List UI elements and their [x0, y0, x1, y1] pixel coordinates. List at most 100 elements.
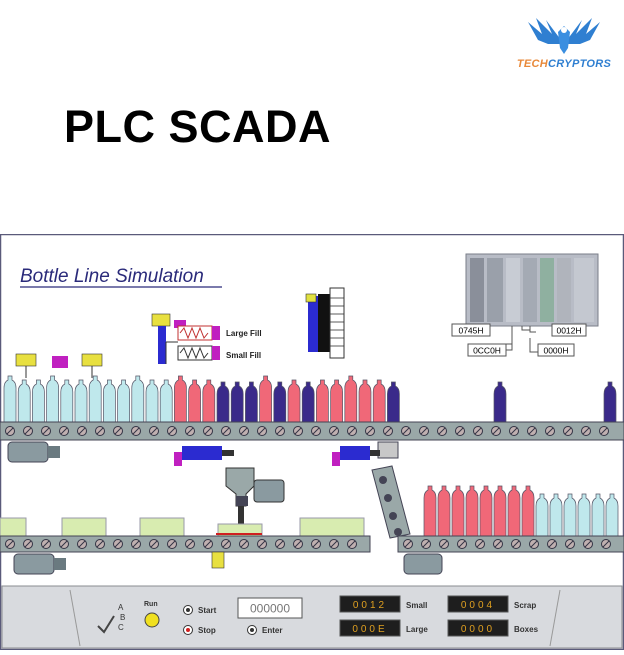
entry-display-value: 000000	[250, 602, 290, 616]
bottle	[230, 381, 244, 423]
bottle	[521, 485, 535, 537]
bottle	[563, 493, 577, 537]
box	[139, 517, 185, 537]
bottle	[507, 485, 521, 537]
bottle	[17, 379, 31, 423]
filler-tank	[305, 287, 345, 359]
bottle	[74, 379, 88, 423]
box	[0, 517, 27, 537]
bottle	[131, 375, 145, 423]
eagle-icon	[528, 18, 600, 54]
bottle	[88, 375, 102, 423]
entry-display[interactable]: 000000	[237, 597, 303, 619]
stop-label: Stop	[198, 626, 216, 635]
enter-button[interactable]: Enter	[247, 625, 283, 636]
abc-label-a: A	[118, 603, 124, 612]
bottle	[3, 375, 17, 423]
brand-name-part2: CRYPTORS	[548, 58, 612, 70]
bottle	[577, 493, 591, 537]
bottle	[301, 381, 315, 423]
plc-register-4-value: 0000H	[543, 346, 568, 356]
plc-register-4	[537, 343, 575, 357]
run-label: Run	[144, 601, 158, 608]
plc-register-2-value: 0012H	[556, 326, 581, 336]
counter-scrap-label: Scrap	[514, 601, 536, 610]
inclined-conveyor	[371, 465, 411, 539]
counter-small-value: 0012	[353, 600, 387, 611]
diverter-2	[332, 446, 380, 466]
counter-large-label: Large	[406, 625, 428, 634]
counter-boxes-value: 0000	[461, 624, 495, 635]
abc-label-c: C	[118, 623, 124, 632]
check-icon	[97, 615, 115, 634]
bottle	[535, 493, 549, 537]
bottle	[591, 493, 605, 537]
large-fill-label: Large Fill	[226, 329, 262, 338]
bottle	[605, 493, 619, 537]
lower-bottle-row	[423, 485, 619, 537]
bottle	[465, 485, 479, 537]
bottle	[259, 375, 272, 423]
bottle	[159, 379, 173, 423]
bottle	[330, 379, 343, 423]
start-label: Start	[198, 606, 217, 615]
counter-scrap: 0004 Scrap	[447, 595, 536, 613]
counter-boxes-label: Boxes	[514, 625, 539, 634]
counter-boxes: 0000 Boxes	[447, 619, 539, 637]
box-row	[0, 517, 365, 537]
plc-register-3-value: 0CC0H	[473, 346, 501, 356]
bottle	[387, 381, 400, 423]
bottle	[549, 493, 563, 537]
capper-machine	[225, 467, 285, 528]
plc-rack	[465, 253, 599, 327]
bottle	[174, 375, 187, 423]
bottle	[493, 485, 507, 537]
sensor-3	[81, 353, 103, 367]
start-button[interactable]: Start	[183, 605, 217, 616]
bottle	[145, 379, 159, 423]
bottle	[245, 381, 258, 423]
brand-name: TECHCRYPTORS	[508, 58, 620, 70]
box-sensor	[211, 551, 225, 569]
bottle	[46, 375, 59, 423]
lower-motor-right	[403, 553, 443, 575]
box	[61, 517, 107, 537]
sensor-1	[15, 353, 37, 367]
bottle	[372, 379, 386, 423]
abc-selector[interactable]: A B C	[97, 603, 125, 634]
diverter-1	[174, 446, 234, 466]
bottle	[603, 381, 617, 423]
bottle	[287, 379, 301, 423]
bottle	[117, 379, 130, 423]
counter-large-value: 000E	[352, 624, 387, 635]
bottle	[316, 379, 329, 423]
plc-register-3	[467, 343, 507, 357]
bottle	[423, 485, 437, 537]
lower-right-conveyor	[397, 535, 624, 553]
lower-motor-left	[13, 553, 66, 575]
control-bar	[1, 585, 623, 649]
scada-panel: Bottle Line Simulation 0745H 0012H 0CC0H…	[0, 233, 624, 651]
lower-left-conveyor	[0, 535, 371, 553]
box	[299, 517, 365, 537]
bottle	[32, 379, 45, 423]
bottle	[103, 379, 116, 423]
counter-large: 000E Large	[339, 619, 428, 637]
bottle	[451, 485, 465, 537]
run-indicator-light	[144, 612, 160, 628]
upper-bottle-row	[3, 375, 617, 423]
upper-motor-right	[377, 441, 399, 459]
bottle-line-diagram: Bottle Line Simulation 0745H 0012H 0CC0H…	[0, 233, 624, 651]
bottle	[344, 375, 358, 423]
plc-register-2	[551, 323, 587, 337]
simulation-title: Bottle Line Simulation	[20, 266, 204, 287]
bottle	[493, 381, 507, 423]
techcryptors-logo: TECHCRYPTORS	[508, 14, 620, 76]
small-fill-label: Small Fill	[226, 351, 261, 360]
stop-button[interactable]: Stop	[183, 625, 216, 636]
counter-scrap-value: 0004	[461, 600, 495, 611]
bottle	[202, 379, 216, 423]
bottle	[437, 485, 451, 537]
upper-motor-left	[7, 441, 60, 463]
plc-register-1	[451, 323, 491, 337]
